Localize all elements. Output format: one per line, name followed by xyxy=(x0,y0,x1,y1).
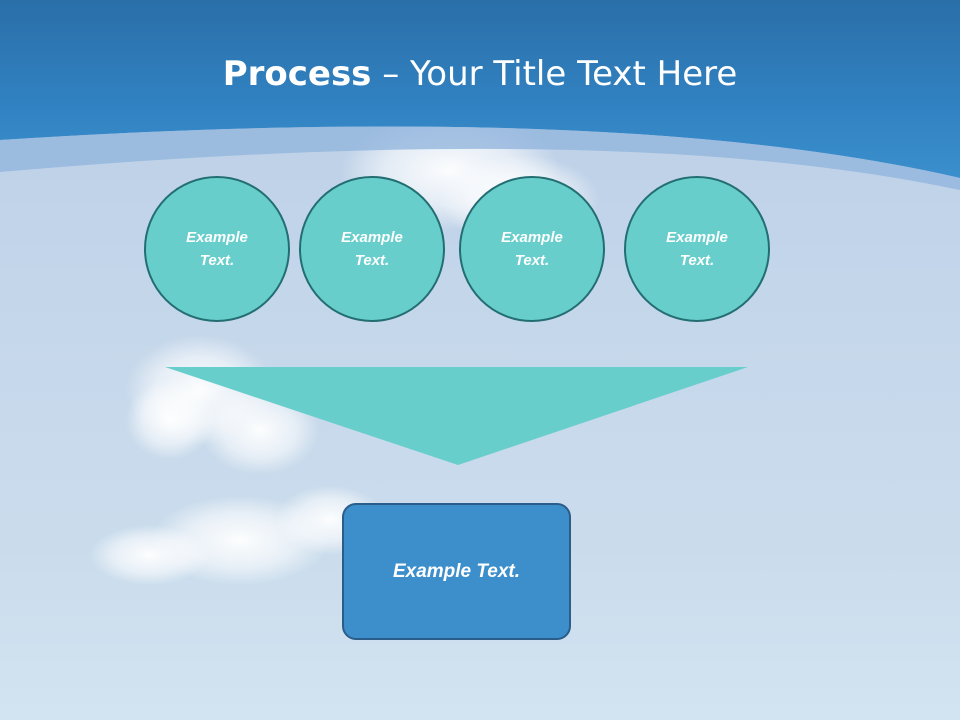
process-circle-3: Example Text. xyxy=(459,176,605,322)
process-circle-2: Example Text. xyxy=(299,176,445,322)
header-band xyxy=(0,0,960,178)
funnel-arrow xyxy=(165,367,748,465)
result-box: Example Text. xyxy=(342,503,571,640)
process-circle-4: Example Text. xyxy=(624,176,770,322)
process-circle-1: Example Text. xyxy=(144,176,290,322)
title-bold: Process xyxy=(222,54,372,94)
header-arc xyxy=(0,126,960,190)
title-rest: – Your Title Text Here xyxy=(371,54,738,94)
funnel-triangle xyxy=(165,367,748,465)
page-title: Process – Your Title Text Here xyxy=(0,52,960,96)
